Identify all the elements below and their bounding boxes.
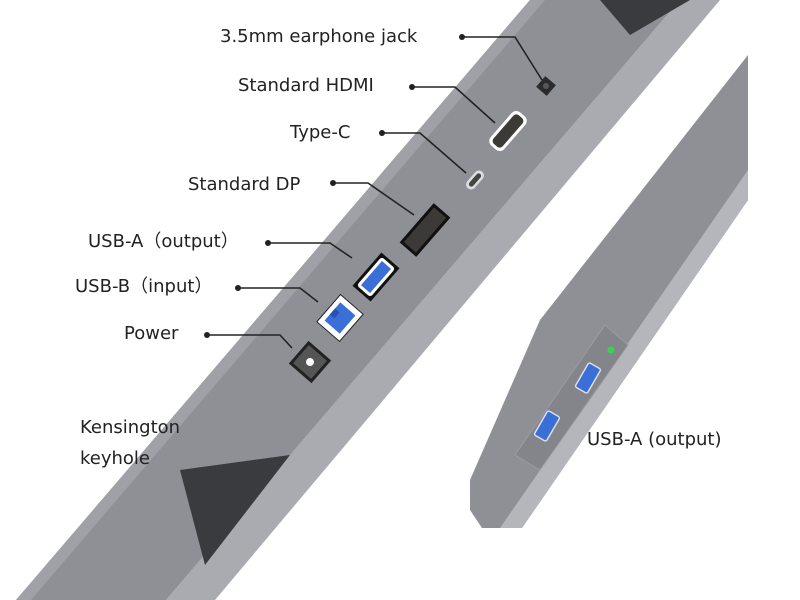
- earphone-jack-port: [536, 76, 556, 96]
- leader-dp: [333, 182, 415, 216]
- hdmi-port: [489, 110, 527, 152]
- leader-hdmi: [412, 86, 496, 124]
- label-usb-b-input: USB-B（input）: [75, 276, 213, 297]
- usb-b-port: [316, 293, 364, 343]
- label-earphone-jack: 3.5mm earphone jack: [220, 26, 418, 47]
- leader-earphone: [462, 36, 543, 81]
- label-hdmi: Standard HDMI: [238, 75, 374, 96]
- leader-dots: [204, 34, 465, 338]
- side-usb-port-2: [533, 410, 561, 442]
- side-bar-body: [470, 55, 748, 528]
- leader-typec: [382, 132, 467, 174]
- label-side-usb-a: USB-A (output): [587, 429, 722, 450]
- kensington-keyhole-shape: [180, 455, 290, 565]
- leader-lines: [207, 36, 543, 349]
- label-keyhole: keyhole: [80, 448, 151, 469]
- main-bar-face: [16, 0, 680, 600]
- main-bar-edge: [16, 0, 545, 600]
- power-port: [288, 340, 332, 384]
- label-power: Power: [124, 323, 179, 344]
- label-displayport: Standard DP: [188, 174, 301, 195]
- main-bar-side: [166, 0, 720, 600]
- top-corner-shape: [600, 0, 690, 35]
- leader-usba: [268, 242, 353, 259]
- label-kensington: Kensington: [80, 417, 181, 438]
- type-c-port: [466, 170, 484, 190]
- displayport-port: [399, 203, 451, 257]
- green-led: [607, 346, 615, 354]
- leader-power: [207, 334, 293, 349]
- side-usb-port-1: [574, 362, 602, 394]
- usb-a-port: [352, 252, 400, 302]
- leader-usbb: [238, 287, 319, 303]
- label-usb-a-output: USB-A（output）: [88, 231, 239, 252]
- label-type-c: Type-C: [290, 122, 351, 143]
